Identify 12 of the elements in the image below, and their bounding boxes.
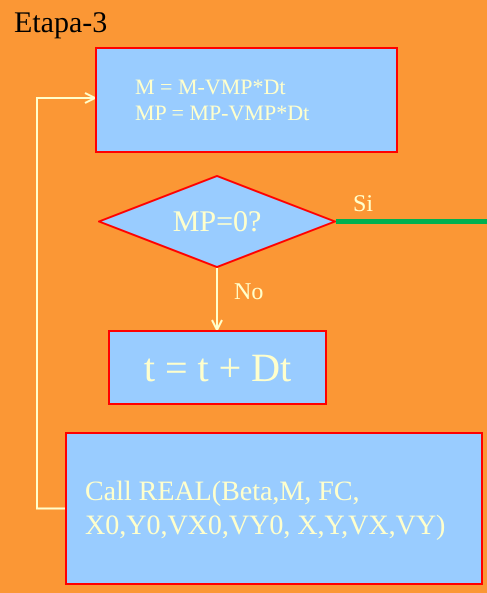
stage-title: Etapa-3 — [14, 8, 108, 38]
connector-arrow — [36, 92, 96, 510]
statement-text: Call REAL(Beta,M, FC, X0,Y0,VX0,VY0, X,Y,VX,VY) — [85, 474, 446, 542]
process-box — [65, 432, 483, 585]
condition-text: MP=0? — [172, 204, 262, 240]
statement-text: t = t + Dt — [142, 344, 292, 392]
process-box — [95, 47, 398, 153]
statement-text: MP = MP-VMP*Dt — [135, 100, 310, 126]
connector-arrow — [211, 268, 223, 331]
process-box — [108, 330, 327, 405]
decision-diamond — [98, 175, 336, 268]
statement-text: M = M-VMP*Dt — [135, 74, 287, 100]
